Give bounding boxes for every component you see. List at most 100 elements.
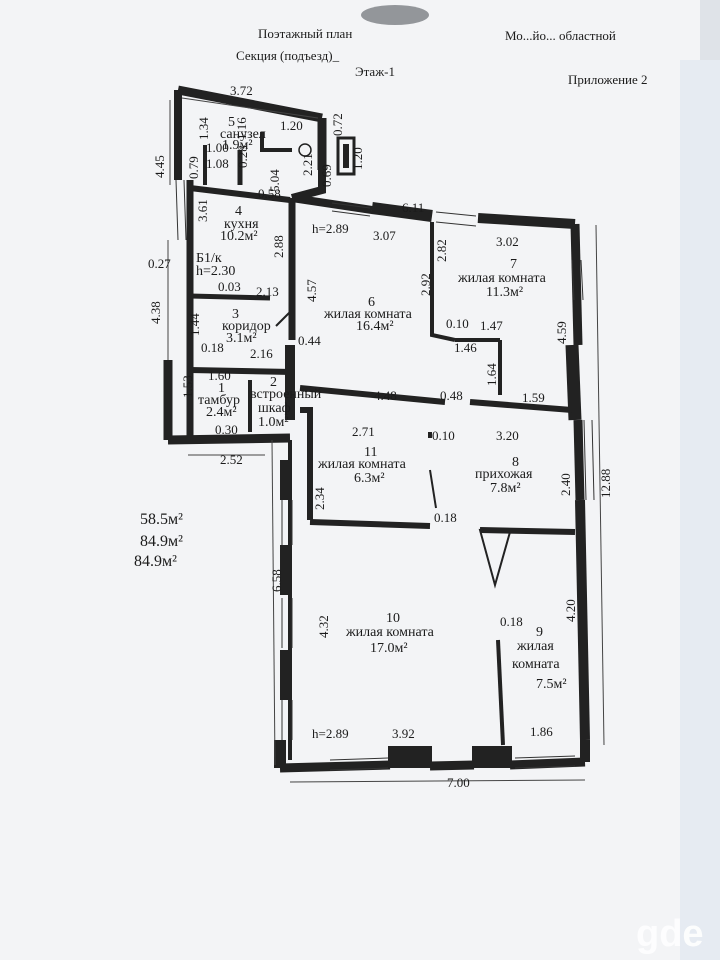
windows — [175, 179, 595, 771]
room-name: встроенный — [250, 387, 322, 402]
door-swing — [429, 469, 437, 509]
room-name: Б1/к — [196, 251, 222, 266]
closet-mark — [478, 528, 512, 589]
dim: 0.18 — [500, 614, 523, 629]
room-area: 6.3м² — [354, 471, 385, 486]
dim: 2.34 — [312, 487, 327, 510]
dim: 4.59 — [554, 321, 569, 344]
dim: 4.32 — [316, 615, 331, 638]
room-name: жилая — [516, 639, 554, 654]
room-area: 7.8м² — [490, 481, 521, 496]
appendix-label: Приложение 2 — [568, 72, 648, 87]
plan-section: Секция (подъезд)_ — [236, 48, 340, 63]
room-number: 4 — [235, 204, 242, 219]
dim: 1.53 — [180, 375, 195, 398]
dim: 4.48 — [374, 388, 397, 403]
room-number: 5 — [228, 115, 235, 130]
dim: 0.44 — [298, 333, 321, 348]
room-name: жилая комната — [317, 457, 407, 472]
dim: 1.47 — [480, 318, 503, 333]
total-area: 84.9м² — [140, 533, 183, 550]
room-number: 7 — [510, 257, 517, 272]
dim: 2.71 — [352, 424, 375, 439]
dim: 2.13 — [256, 284, 279, 299]
dim: 1.16 — [234, 117, 249, 140]
dim: h=2.89 — [312, 726, 349, 741]
room-number: 10 — [386, 611, 400, 626]
dim: 3.02 — [496, 234, 519, 249]
room-number: 1 — [218, 381, 225, 396]
dim: 1.34 — [196, 117, 211, 140]
page-edge — [680, 60, 720, 960]
room-area: 16.4м² — [356, 319, 394, 334]
dim: 0.79 — [186, 156, 201, 179]
dim: 3.72 — [230, 83, 253, 98]
dim: 0.30 — [215, 422, 238, 437]
room-number: 8 — [512, 455, 519, 470]
room-name: тамбур — [198, 393, 240, 408]
room-name: кухня — [224, 217, 259, 232]
room-number: 2 — [270, 375, 277, 390]
room-name: жилая комната — [323, 307, 413, 322]
dim: 0.58 — [258, 186, 281, 201]
room-name-2: шкаф — [258, 401, 291, 416]
door-swing-2 — [275, 309, 293, 327]
dim: 3.92 — [392, 726, 415, 741]
room-number: 11 — [364, 445, 377, 460]
dim: h=2.89 — [312, 221, 349, 236]
dim: 0.18 — [434, 510, 457, 525]
room-area: 1.0м² — [258, 415, 289, 430]
dim: 2.40 — [558, 473, 573, 496]
dim: 1.46 — [454, 340, 477, 355]
dim: 1.20 — [350, 147, 365, 170]
stove-icon — [298, 143, 312, 157]
room-area: 10.2м² — [220, 229, 258, 244]
room-name: жилая комната — [345, 625, 435, 640]
dim: 1.64 — [484, 363, 499, 386]
room-area: 3.1м² — [226, 331, 257, 346]
total-area: 84.9м² — [134, 553, 177, 570]
chimney-fill-icon — [343, 144, 349, 168]
dim: 1.59 — [522, 390, 545, 405]
dim: 12.88 — [598, 469, 613, 498]
dimension-lines — [167, 97, 605, 783]
room-number: 9 — [536, 625, 543, 640]
dim: 2.52 — [220, 452, 243, 467]
dim: 0.48 — [440, 388, 463, 403]
room-name: прихожая — [475, 467, 533, 482]
dim: 3.07 — [373, 228, 396, 243]
dim: 0.03 — [218, 279, 241, 294]
dim: 2.16 — [250, 346, 273, 361]
area-totals: 58.5м² 84.9м² 84.9м² — [134, 511, 183, 570]
dim: 6.58 — [269, 569, 284, 592]
dim: 7.00 — [447, 775, 470, 790]
dim: 1.08 — [206, 156, 229, 171]
dimension-labels: 3.72 4.45 4.38 0.27 1.34 1.20 1.16 1.00 … — [148, 83, 613, 790]
total-area: 58.5м² — [140, 511, 183, 528]
room-name: жилая комната — [457, 271, 547, 286]
room-area: 7.5м² — [536, 677, 567, 692]
plan-title: Поэтажный план — [258, 26, 352, 41]
stamp-mark — [361, 5, 429, 25]
room-name-2: комната — [512, 657, 560, 672]
dim: 0.27 — [148, 256, 171, 271]
room-area: 2.4м² — [206, 405, 237, 420]
room-labels: 5 санузел 1.9м² 4 кухня 10.2м² Б1/к h=2.… — [196, 115, 567, 692]
room-name: санузел — [220, 127, 266, 142]
dim: 0.72 — [330, 113, 345, 136]
room-name: коридор — [222, 319, 271, 334]
plan-floor: Этаж-1 — [355, 64, 395, 79]
room-number: 3 — [232, 307, 239, 322]
dim: 1.44 — [187, 313, 202, 336]
dim: 0.28 — [235, 145, 250, 168]
dim: 3.61 — [195, 199, 210, 222]
dim: 2.88 — [271, 235, 286, 258]
dim: 0.18 — [201, 340, 224, 355]
dim: 0.69 — [319, 164, 334, 187]
room-height: h=2.30 — [196, 264, 235, 279]
dim: 4.45 — [152, 155, 167, 178]
dim: 1.86 — [530, 724, 553, 739]
room-area: 17.0м² — [370, 641, 408, 656]
dim: 1.60 — [208, 368, 231, 383]
